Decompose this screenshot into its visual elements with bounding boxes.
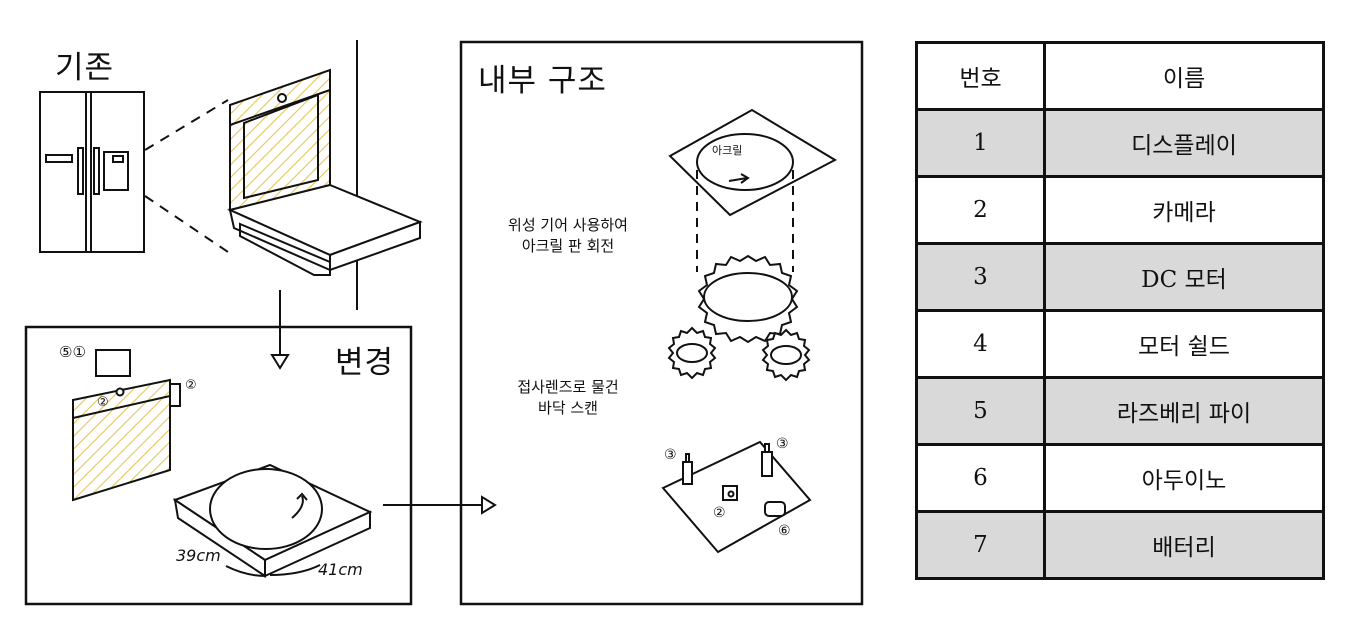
marker-arduino: ⑥ <box>778 523 791 539</box>
gear-description: 위성 기어 사용하여 아크릴 판 회전 <box>508 216 628 255</box>
row-name: 아두이노 <box>1043 443 1325 513</box>
lens-description: 접사렌즈로 물건 바닥 스캔 <box>517 378 619 417</box>
gears <box>667 254 811 382</box>
projection-lines <box>696 170 794 272</box>
row-number: 4 <box>915 309 1046 379</box>
marker-motor-left: ③ <box>664 447 677 463</box>
changed-dispenser <box>72 349 373 578</box>
marker-camera-b: ② <box>185 378 197 393</box>
row-name: DC 모터 <box>1043 242 1325 312</box>
title-existing: 기존 <box>55 50 115 86</box>
row-name: 디스플레이 <box>1043 108 1325 178</box>
scan-board <box>661 440 812 554</box>
existing-fridge <box>39 91 145 253</box>
parts-table: 번호 이름 1 디스플레이 2 카메라 3 DC 모터 4 모터 쉴드 5 라즈… <box>915 41 1325 580</box>
row-number: 1 <box>915 108 1046 178</box>
table-row: 1 디스플레이 <box>915 108 1325 178</box>
marker-display-pi: ⑤① <box>59 343 86 361</box>
marker-camera-a: ② <box>97 395 109 410</box>
row-number: 7 <box>915 510 1046 580</box>
row-name: 라즈베리 파이 <box>1043 376 1325 446</box>
marker-camera-board: ② <box>713 505 726 521</box>
row-name: 모터 쉴드 <box>1043 309 1325 379</box>
row-number: 5 <box>915 376 1046 446</box>
zoom-dashes <box>144 99 229 253</box>
acrylic-label: 아크릴 <box>712 144 743 157</box>
marker-motor-right: ③ <box>776 436 789 452</box>
row-number: 3 <box>915 242 1046 312</box>
inner-panel-frame <box>459 40 864 606</box>
header-name: 이름 <box>1043 41 1325 111</box>
row-name: 카메라 <box>1043 175 1325 245</box>
dimension-depth: 39cm <box>176 546 221 565</box>
table-row: 3 DC 모터 <box>915 242 1325 312</box>
acrylic-plate <box>668 108 838 217</box>
table-row: 4 모터 쉴드 <box>915 309 1325 379</box>
dimension-width: 41cm <box>318 560 363 579</box>
table-row: 2 카메라 <box>915 175 1325 245</box>
row-number: 6 <box>915 443 1046 513</box>
right-arrow <box>383 495 497 515</box>
changed-panel-frame <box>24 325 413 606</box>
down-arrow <box>270 290 290 370</box>
title-changed: 변경 <box>335 345 395 381</box>
existing-dispenser <box>226 68 423 276</box>
table-row: 5 라즈베리 파이 <box>915 376 1325 446</box>
row-name: 배터리 <box>1043 510 1325 580</box>
header-number: 번호 <box>915 41 1046 111</box>
table-row: 6 아두이노 <box>915 443 1325 513</box>
table-row: 7 배터리 <box>915 510 1325 580</box>
table-header-row: 번호 이름 <box>915 41 1325 111</box>
row-number: 2 <box>915 175 1046 245</box>
title-inner-structure: 내부 구조 <box>478 63 607 99</box>
